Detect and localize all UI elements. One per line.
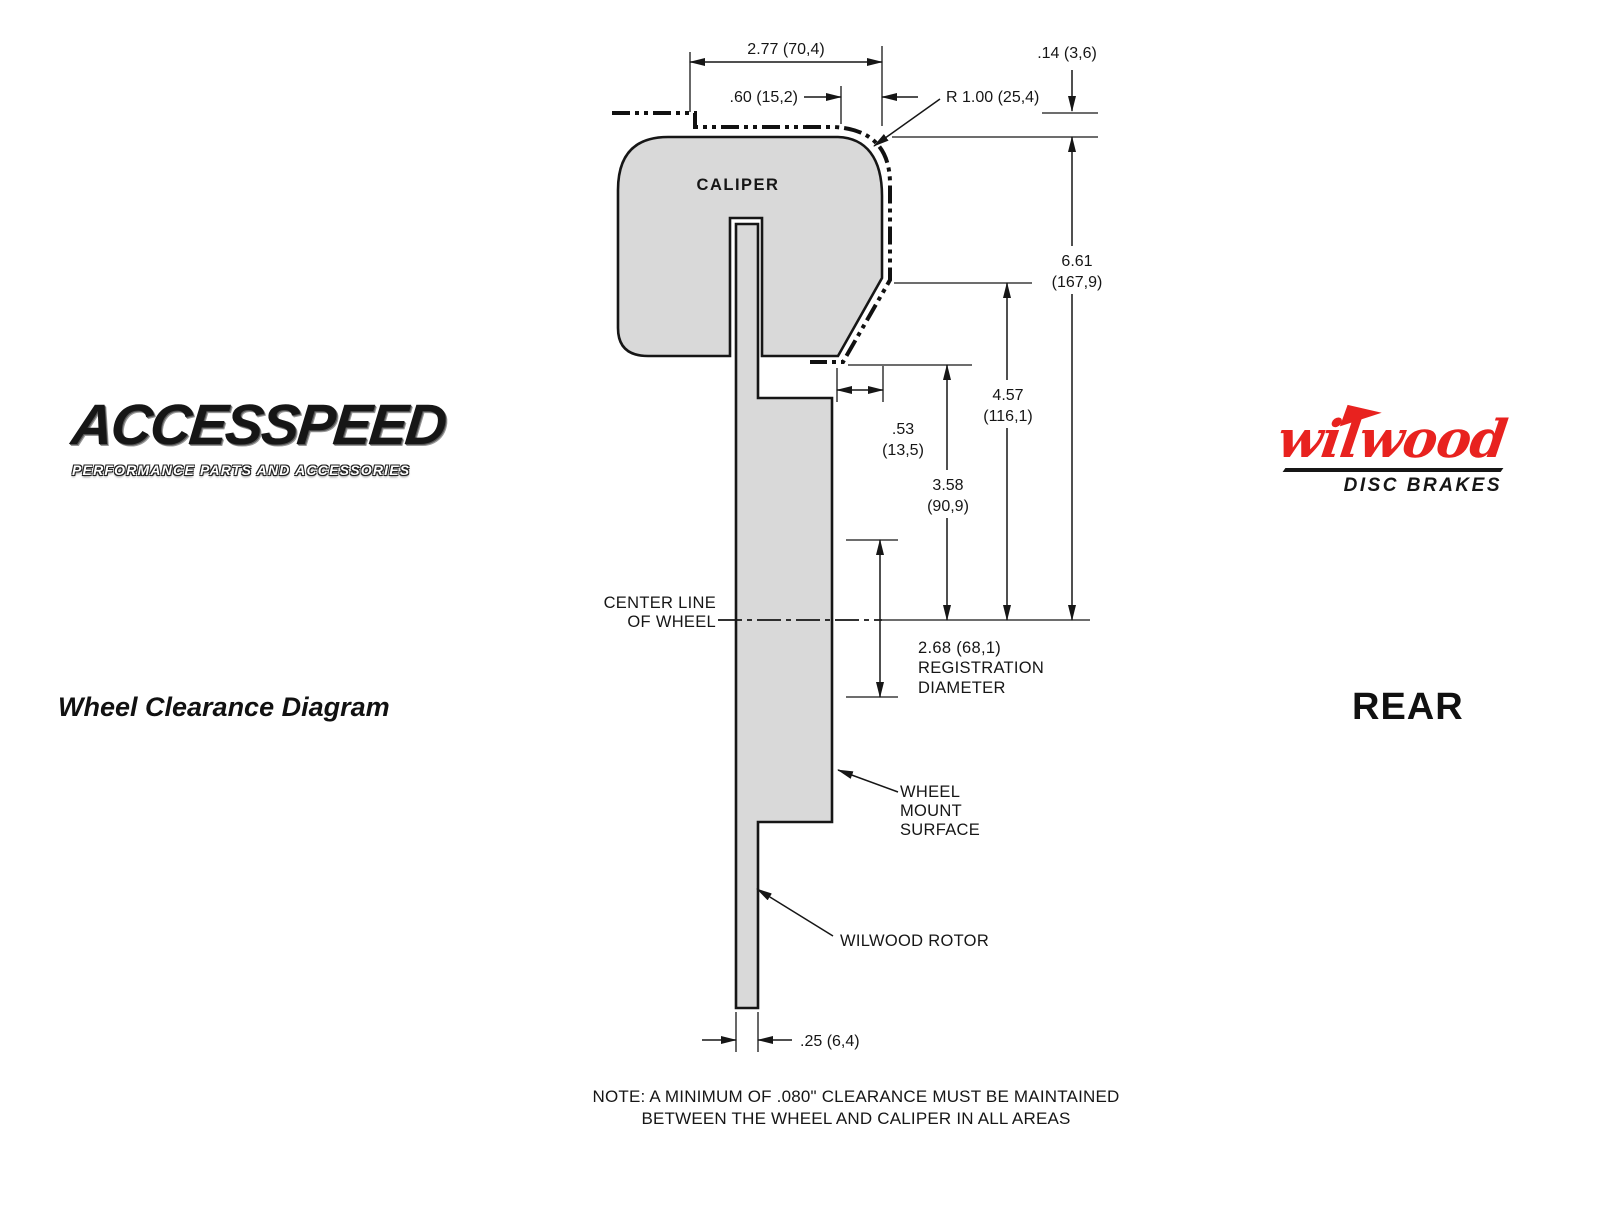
dim-clearance-top: .14 (3,6)	[1037, 45, 1097, 62]
accesspeed-logo: ACCESSPEED PERFORMANCE PARTS AND ACCESSO…	[69, 392, 448, 478]
wilwood-underline	[1282, 468, 1504, 472]
rotor-and-hat	[734, 222, 834, 1010]
note-line-2: BETWEEN THE WHEEL AND CALIPER IN ALL ARE…	[641, 1109, 1070, 1128]
registration-label: 2.68 (68,1)	[918, 639, 1001, 657]
dim-offset-top: .60 (15,2)	[730, 89, 798, 106]
text-backers	[910, 246, 1118, 518]
dim-width-top: 2.77 (70,4)	[747, 41, 824, 58]
caliper-label: CALIPER	[697, 176, 780, 194]
dim-mid-height-mm: (116,1)	[983, 408, 1033, 425]
registration-label-3: DIAMETER	[918, 679, 1006, 697]
caliper-body	[616, 135, 884, 358]
wheel-mount-label-3: SURFACE	[900, 821, 980, 839]
wilwood-tagline: DISC BRAKES	[1343, 475, 1502, 496]
wheel-mount-label: WHEEL	[900, 783, 960, 801]
center-line-label-2: OF WHEEL	[627, 613, 716, 631]
dim-overall-height: 6.61	[1061, 253, 1092, 270]
dim-low-height-mm: (90,9)	[927, 498, 969, 515]
wilwood-logo: wilwood DISC BRAKES	[1274, 395, 1528, 497]
accesspeed-logo-text: ACCESSPEED	[68, 393, 449, 457]
dimension-texts: 2.77 (70,4) .60 (15,2) R 1.00 (25,4) .14…	[730, 41, 1103, 1050]
position-label: REAR	[1352, 686, 1464, 728]
rotor-label: WILWOOD ROTOR	[840, 932, 989, 950]
dim-step: .53	[892, 421, 914, 438]
wilwood-logo-text: wilwood	[1273, 409, 1511, 470]
accesspeed-tagline: PERFORMANCE PARTS AND ACCESSORIES	[72, 462, 411, 478]
dim-overall-height-mm: (167,9)	[1052, 274, 1103, 291]
note: NOTE: A MINIMUM OF .080" CLEARANCE MUST …	[592, 1087, 1119, 1128]
page-title: Wheel Clearance Diagram	[58, 692, 390, 722]
center-line-label: CENTER LINE	[604, 594, 716, 612]
wheel-mount-label-2: MOUNT	[900, 802, 962, 820]
note-line-1: NOTE: A MINIMUM OF .080" CLEARANCE MUST …	[592, 1087, 1119, 1106]
dim-rotor-thickness: .25 (6,4)	[800, 1033, 860, 1050]
dim-mid-height: 4.57	[992, 387, 1023, 404]
dim-step-mm: (13,5)	[882, 442, 924, 459]
dim-radius: R 1.00 (25,4)	[946, 89, 1039, 106]
dimension-lines	[689, 58, 1076, 1044]
registration-label-2: REGISTRATION	[918, 659, 1044, 677]
dim-low-height: 3.58	[932, 477, 963, 494]
callout-labels: CENTER LINE OF WHEEL 2.68 (68,1) REGISTR…	[604, 594, 1044, 950]
